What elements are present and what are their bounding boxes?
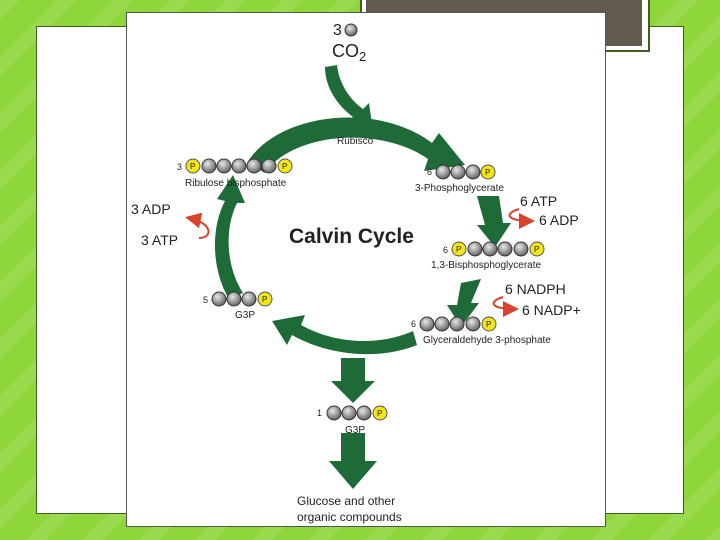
- atp-regen-label: 3 ATP: [141, 232, 178, 248]
- phosphate-group: [257, 291, 273, 307]
- g3p-five-name: G3P: [235, 310, 255, 321]
- co2-entry-arrow: [325, 65, 373, 131]
- g3p-six-count: 6: [411, 319, 416, 329]
- g3p-six-name: Glyceraldehyde 3-phosphate: [423, 335, 551, 346]
- co2-label: CO2: [332, 41, 366, 64]
- carbon-atom: [246, 158, 262, 174]
- bisphosphoglycerate-count: 6: [443, 245, 448, 255]
- enzyme-label: Rubisco: [337, 136, 374, 147]
- carbon-atom: [465, 164, 481, 180]
- carbon-atom: [326, 405, 342, 421]
- reduction-arrow-2: [447, 279, 481, 327]
- nadph-in-label: 6 NADPH: [505, 281, 566, 297]
- bisphosphoglycerate-name: 1,3-Bisphosphoglycerate: [431, 260, 542, 271]
- phosphoglycerate-name: 3-Phosphoglycerate: [415, 183, 504, 194]
- g3p-out-count: 1: [317, 408, 322, 418]
- co2-carbon: [344, 23, 358, 37]
- carbon-atom: [513, 241, 529, 257]
- carbon-atom: [434, 316, 450, 332]
- carbon-atom: [419, 316, 435, 332]
- phosphate-label: P: [485, 168, 490, 177]
- ribulose-name: Ribulose bisphosphate: [185, 178, 287, 189]
- carbon-atom: [497, 241, 513, 257]
- carbon-atom: [341, 405, 357, 421]
- carbon-atom: [231, 158, 247, 174]
- phosphate-label: P: [534, 245, 539, 254]
- atp-regen-arrow: [185, 212, 210, 239]
- regeneration-arc-arrow: [272, 315, 417, 355]
- reduction-arrow-1: [477, 196, 511, 247]
- phosphate-group: [481, 316, 497, 332]
- co2-count: 3: [333, 22, 342, 39]
- nadph-conversion-arrow: [492, 296, 519, 317]
- atp-in-label: 6 ATP: [520, 193, 557, 209]
- phosphate-group: [372, 405, 388, 421]
- carbon-atom: [465, 316, 481, 332]
- phosphate-label: P: [282, 162, 287, 171]
- phosphate-group: [185, 158, 201, 174]
- adp-out-label: 6 ADP: [539, 212, 579, 228]
- carbon-atom: [450, 164, 466, 180]
- g3p-out-name: G3P: [345, 425, 365, 436]
- phosphate-group: [480, 164, 496, 180]
- carbon-atom: [449, 316, 465, 332]
- phosphate-group: [451, 241, 467, 257]
- g3p-five-count: 5: [203, 295, 208, 305]
- adp-regen-label: 3 ADP: [131, 201, 171, 217]
- carbon-atom: [201, 158, 217, 174]
- carbon-atom: [261, 158, 277, 174]
- output-line-1: Glucose and other: [297, 494, 395, 508]
- carbon-atom: [211, 291, 227, 307]
- calvin-cycle-diagram: 3 CO2 Rubisco 3 P P Ribulose bisphosphat…: [126, 12, 606, 527]
- atp-conversion-arrow: [508, 208, 535, 229]
- ribulose-count: 3: [177, 162, 182, 172]
- carbon-atom: [226, 291, 242, 307]
- carbon-atom: [216, 158, 232, 174]
- nadp-out-label: 6 NADP+: [522, 302, 581, 318]
- rubisco-arc-arrow: [247, 117, 465, 173]
- phosphate-group: [529, 241, 545, 257]
- g3p-exit-arrow: [331, 358, 375, 403]
- carbon-atom: [241, 291, 257, 307]
- phosphate-label: P: [377, 409, 382, 418]
- carbon-atom: [467, 241, 483, 257]
- carbon-atom: [435, 164, 451, 180]
- carbon-atom: [356, 405, 372, 421]
- glucose-output-arrow: [329, 433, 377, 489]
- phosphate-label: P: [486, 320, 491, 329]
- phosphate-group: [277, 158, 293, 174]
- phosphate-label: P: [456, 245, 461, 254]
- output-line-2: organic compounds: [297, 510, 402, 524]
- phosphate-label: P: [262, 295, 267, 304]
- phosphoglycerate-count: 6: [427, 167, 432, 177]
- carbon-atom: [482, 241, 498, 257]
- regeneration-up-arrow: [214, 175, 245, 299]
- diagram-canvas: 3 CO2 Rubisco 3 P P Ribulose bisphosphat…: [131, 22, 581, 524]
- phosphate-label: P: [190, 162, 195, 171]
- diagram-title: Calvin Cycle: [289, 225, 414, 248]
